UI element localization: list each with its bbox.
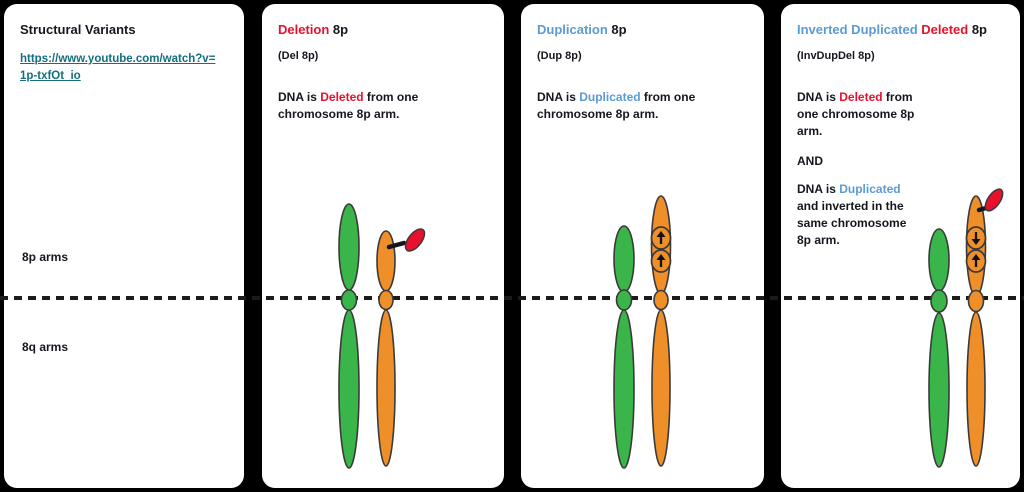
- panel-duplication: Duplication 8p (Dup 8p) DNA is Duplicate…: [521, 4, 764, 488]
- conjunction-and: AND: [797, 154, 823, 168]
- label-8p-arms: 8p arms: [22, 250, 69, 264]
- panel-duplication-subtitle: (Dup 8p): [537, 50, 582, 62]
- title-word-duplication: Duplication: [537, 22, 608, 37]
- panel-invdupdel: Inverted Duplicated Deleted 8p (InvDupDe…: [781, 4, 1020, 488]
- panel-deletion: Deletion 8p (Del 8p) DNA is Deleted from…: [262, 4, 504, 488]
- panel-invdupdel-subtitle: (InvDupDel 8p): [797, 50, 875, 62]
- panel-duplication-title: Duplication 8p: [537, 22, 627, 37]
- label-8q-arms: 8q arms: [22, 340, 69, 354]
- panel-deletion-title: Deletion 8p: [278, 22, 349, 37]
- panel-invdupdel-description-2: DNA is Duplicated and inverted in the sa…: [797, 182, 907, 247]
- panel-invdupdel-title: Inverted Duplicated Deleted 8p: [797, 22, 988, 37]
- youtube-link[interactable]: https://www.youtube.com/watch?v=1p-txfOt…: [20, 53, 216, 82]
- title-word-deletion: Deletion: [278, 22, 330, 37]
- panel-duplication-description: DNA is Duplicated from one chromosome 8p…: [537, 90, 696, 121]
- panel-invdupdel-description-1: DNA is Deleted from one chromosome 8p ar…: [797, 90, 915, 138]
- panel-deletion-subtitle: (Del 8p): [278, 50, 319, 62]
- dashed-centromere-line: [0, 296, 1024, 300]
- panel-deletion-description: DNA is Deleted from one chromosome 8p ar…: [278, 90, 419, 121]
- panel-structural-variants: Structural Variants https://www.youtube.…: [4, 4, 244, 488]
- page-title: Structural Variants: [20, 22, 136, 37]
